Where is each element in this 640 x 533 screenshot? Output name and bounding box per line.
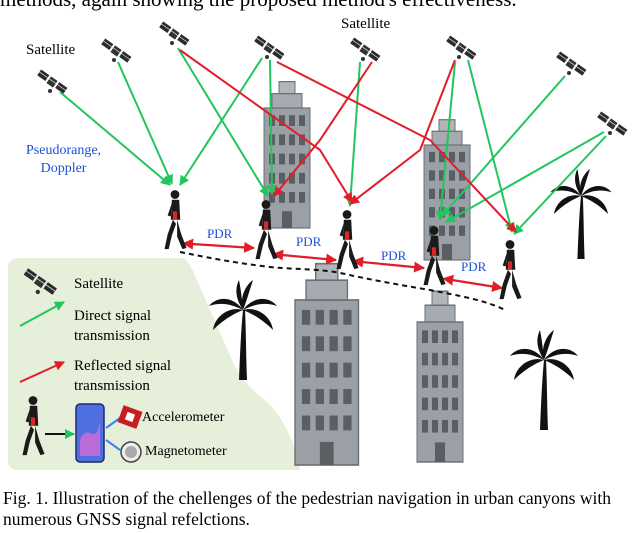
trajectory-dashed-line [179,251,506,311]
label-satellite-left: Satellite [26,42,76,58]
legend-label-magnetometer: Magnetometer [145,444,227,459]
satellite-icon-1 [36,69,68,95]
accelerometer-icon [117,405,143,429]
building-3 [294,262,360,466]
pedestrian-1 [164,190,187,250]
reflected-signal-lines [179,49,517,233]
legend-label-reflected: Reflected signal transmission [74,358,172,394]
label-pdr-1: PDR [207,226,233,241]
direct-signal-lines [59,47,607,235]
label-pdr-4: PDR [461,259,487,274]
label-measurement: Pseudorange, Doppler [26,143,102,176]
legend-label-satellite: Satellite [74,276,124,292]
satellite-icon-8 [596,111,628,137]
previous-text-fragment: methods, again showing the proposed meth… [0,0,640,10]
phone-to-accel-arrow [105,417,121,429]
satellite-icon-4 [253,35,285,61]
magnetometer-icon [120,441,142,463]
palm-tree-1 [550,169,612,259]
label-pdr-2: PDR [296,234,322,249]
legend-direct-arrow [19,301,65,327]
satellite-icon-6 [445,35,477,61]
pedestrian-navigation-figure [8,21,628,470]
legend-label-direct: Direct signal transmission [74,308,152,344]
legend-reflected-arrow [19,361,65,383]
smartphone-screen-wave [80,420,100,456]
label-pdr-3: PDR [381,248,407,263]
satellite-icon-3 [158,21,190,47]
palm-tree-3 [510,330,578,430]
legend-label-accelerometer: Accelerometer [142,410,225,425]
phone-to-mag-arrow [105,439,121,451]
satellite-icon-2 [100,38,132,64]
label-satellite-top: Satellite [341,16,391,32]
building-4 [416,290,464,463]
satellite-icon-5 [349,37,381,63]
satellite-icon-7 [555,51,587,77]
figure-caption: Fig. 1. Illustration of the chellenges o… [3,488,611,529]
pedestrian-3 [336,210,359,270]
pedestrian-5 [499,240,522,300]
pdr-arrows [182,238,504,292]
